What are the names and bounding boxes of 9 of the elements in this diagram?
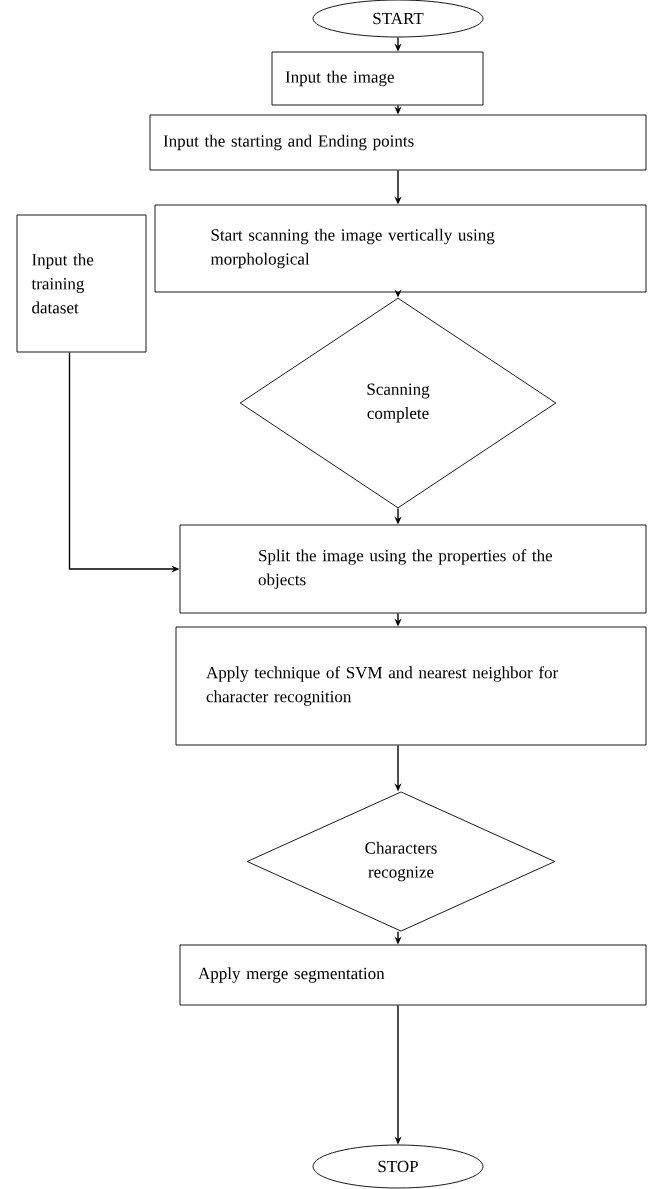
process-box: Input the image	[271, 51, 484, 106]
process-box: Apply merge segmentation	[179, 944, 647, 1006]
process-box: Start scanning the image vertically using morphological	[154, 204, 647, 293]
process-box: Split the image using the properties of the objects	[179, 524, 647, 614]
process-box: Input the starting and Ending points	[149, 114, 647, 171]
input-box: Input the training dataset	[16, 214, 147, 353]
start-terminal: START	[312, 0, 484, 38]
process-box: Apply technique of SVM and nearest neighbor for character recognition	[175, 626, 647, 746]
stop-terminal: STOP	[312, 1144, 484, 1189]
